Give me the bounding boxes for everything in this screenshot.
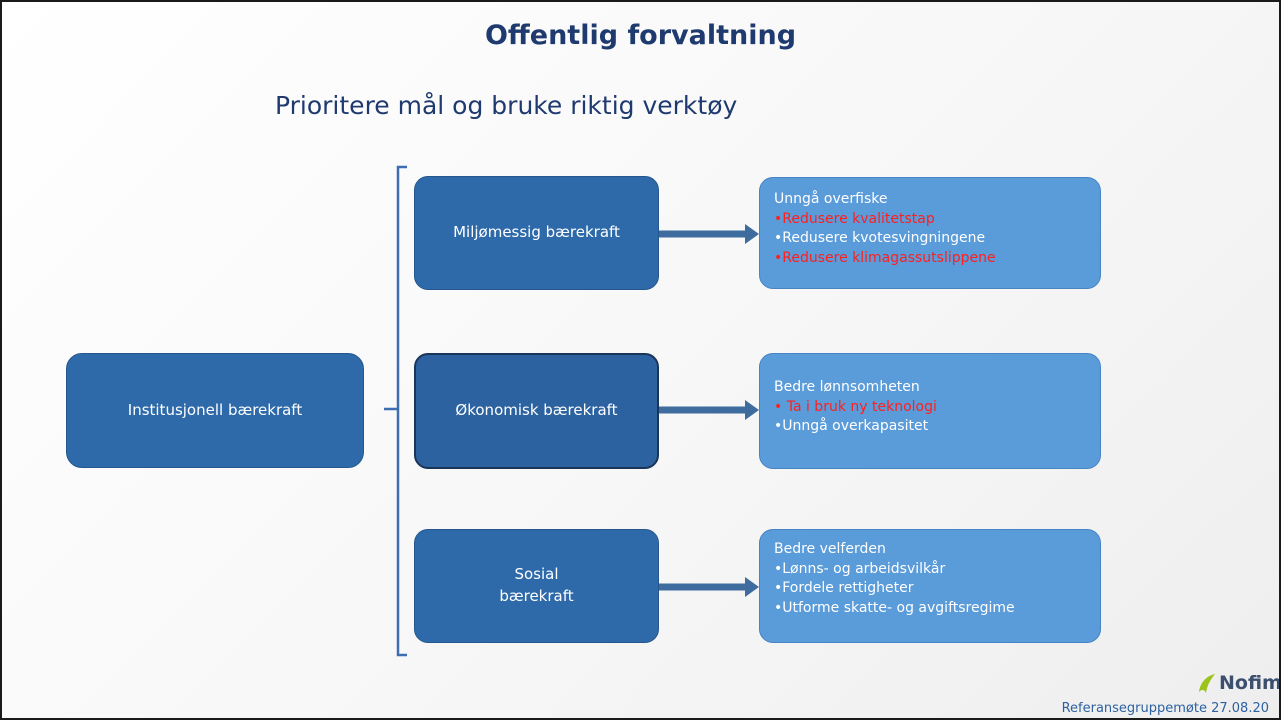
detail-item: •Lønns- og arbeidsvilkår: [774, 560, 946, 577]
detail-economic-box: Bedre lønnsomheten • Ta i bruk ny teknol…: [759, 353, 1101, 469]
pillar-social-label-line2: bærekraft: [499, 587, 574, 605]
brace-connector: [384, 165, 407, 657]
arrow-social: [659, 577, 759, 597]
nofima-leaf-icon: [1199, 674, 1215, 693]
nofima-logo-text: Nofima: [1219, 672, 1281, 694]
institutional-sustainability-box: Institusjonell bærekraft: [66, 353, 364, 468]
pillar-social-label: Sosial bærekraft: [499, 564, 573, 608]
nofima-logo: Nofima: [1197, 672, 1281, 694]
pillar-environmental-box: Miljømessig bærekraft: [414, 176, 659, 290]
detail-item: • Ta i bruk ny teknologi: [774, 398, 937, 415]
detail-heading: Bedre velferden: [774, 541, 886, 557]
arrow-economic: [659, 400, 759, 420]
detail-heading: Unngå overfiske: [774, 191, 888, 207]
detail-heading: Bedre lønnsomheten: [774, 379, 920, 395]
slide-subtitle: Prioritere mål og bruke riktig verktøy: [275, 91, 738, 120]
pillar-social-box: Sosial bærekraft: [414, 529, 659, 643]
slide-title: Offentlig forvaltning: [484, 20, 797, 51]
detail-item: •Utforme skatte- og avgiftsregime: [774, 599, 1015, 616]
detail-item: •Redusere klimagassutslippene: [774, 249, 996, 266]
detail-item: •Redusere kvalitetstap: [774, 210, 935, 227]
pillar-environmental-label: Miljømessig bærekraft: [453, 223, 620, 242]
footer-text: Referansegruppemøte 27.08.20: [1061, 701, 1269, 716]
detail-environmental-box: Unngå overfiske •Redusere kvalitetstap •…: [759, 177, 1101, 289]
pillar-economic-box: Økonomisk bærekraft: [414, 353, 659, 469]
pillar-economic-label: Økonomisk bærekraft: [455, 401, 618, 420]
institutional-sustainability-label: Institusjonell bærekraft: [127, 400, 303, 419]
detail-item: •Redusere kvotesvingningene: [774, 230, 986, 247]
detail-item: •Unngå overkapasitet: [774, 418, 929, 435]
arrow-environmental: [659, 224, 759, 244]
pillar-social-label-line1: Sosial: [514, 565, 559, 584]
detail-social-box: Bedre velferden •Lønns- og arbeidsvilkår…: [759, 529, 1101, 643]
detail-item: •Fordele rettigheter: [774, 580, 914, 597]
